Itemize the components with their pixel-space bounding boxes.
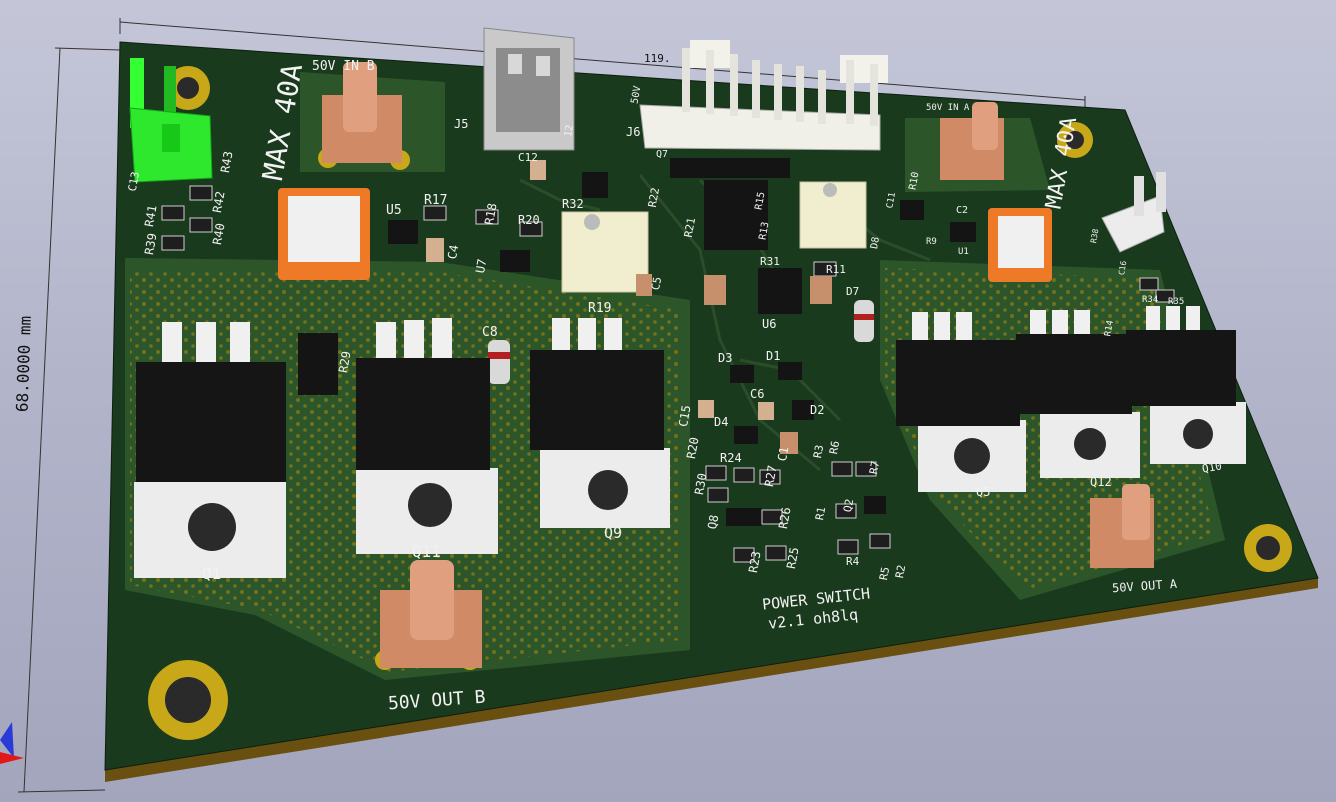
ref-r4: R4 [846, 555, 860, 568]
ref-d4: D4 [714, 415, 729, 429]
small-parts [161, 185, 1175, 563]
ref-q2: Q2 [841, 497, 857, 514]
ref-q10: Q10 [1201, 459, 1223, 476]
ref-r25: R25 [784, 546, 802, 570]
ref-q9: Q9 [604, 524, 623, 542]
ref-r41: R41 [142, 204, 160, 228]
ref-d8: D8 [869, 236, 882, 250]
ref-r34: R34 [1142, 295, 1159, 305]
ref-r11: R11 [826, 263, 846, 276]
ref-u7: U7 [473, 257, 490, 275]
ref-r31: R31 [760, 255, 780, 268]
ref-r17: R17 [424, 193, 448, 208]
ref-j6: J6 [626, 125, 641, 139]
ref-c4: C4 [445, 243, 462, 261]
ref-r23: R23 [746, 550, 764, 574]
ref-c15: C15 [676, 404, 694, 428]
ref-r22: R22 [645, 186, 663, 209]
connector-j6 [639, 40, 888, 151]
ref-r27: R27 [762, 464, 780, 488]
ref-r19: R19 [588, 301, 612, 316]
ref-c12: C12 [518, 151, 538, 164]
inductors [278, 188, 1052, 282]
ref-r9: R9 [926, 237, 937, 247]
ref-q1: Q1 [202, 564, 222, 583]
mounting-holes [148, 66, 1292, 740]
ref-d1: D1 [766, 349, 781, 363]
ref-c2: C2 [956, 205, 969, 216]
ref-u5: U5 [386, 203, 402, 218]
ref-d7: D7 [846, 285, 860, 298]
ref-r39: R39 [142, 232, 160, 256]
ref-r21: R21 [681, 216, 699, 239]
ref-r2: R2 [893, 563, 909, 580]
ics [298, 158, 976, 526]
ref-q5: Q5 [976, 485, 991, 499]
ref-r3: R3 [811, 443, 827, 460]
ref-u6: U6 [762, 317, 777, 331]
green-header [129, 58, 213, 183]
width-dimension-label: 119. [644, 52, 671, 65]
ref-r18: R18 [482, 202, 500, 226]
board-edge [105, 578, 1318, 782]
glass-diodes [488, 300, 874, 384]
dimension-lines [17, 18, 1086, 793]
small-header-right [1101, 172, 1166, 253]
ref-c8: C8 [482, 325, 498, 340]
copper-studs [318, 62, 1154, 670]
ref-q8: Q8 [705, 513, 722, 531]
label-50v-in-b: 50V IN B [312, 59, 375, 74]
ref-r43: R43 [218, 150, 236, 174]
ceramic-caps [426, 160, 832, 454]
ref-r40: R40 [210, 222, 228, 246]
ref-q12: Q12 [1090, 475, 1112, 489]
ref-r26: R26 [776, 506, 794, 530]
ref-r1: R1 [813, 505, 829, 522]
ref-r24: R24 [720, 451, 742, 465]
ref-r7: R7 [867, 459, 883, 476]
ref-r5: R5 [877, 565, 893, 582]
ref-r6: R6 [827, 439, 843, 456]
ref-j5: J5 [454, 117, 469, 131]
ref-r35: R35 [1168, 297, 1185, 307]
label-pin-12: 12 [563, 124, 576, 138]
ref-c6: C6 [750, 387, 765, 401]
ref-d3: D3 [718, 351, 733, 365]
axis-gizmo [0, 722, 24, 764]
ref-r42: R42 [210, 190, 228, 214]
mosfets [134, 306, 1246, 578]
ref-c13: C13 [125, 170, 143, 193]
ref-c5: C5 [649, 275, 665, 292]
label-50v-in-a: 50V IN A [926, 103, 970, 113]
ref-d2: D2 [810, 403, 825, 417]
ref-r20: R20 [518, 213, 540, 227]
ref-r29: R29 [336, 350, 354, 374]
ref-u1: U1 [958, 247, 969, 257]
ref-r32: R32 [562, 197, 584, 211]
ref-q11: Q11 [412, 542, 441, 561]
ref-r20-lower: R20 [684, 436, 702, 460]
trimmers [561, 181, 867, 293]
height-dimension-label: 68.0000 mm [12, 315, 35, 413]
ref-q7: Q7 [656, 149, 669, 160]
ref-c1: C1 [775, 445, 792, 463]
ref-r30: R30 [692, 472, 710, 496]
connector-j5 [483, 27, 575, 151]
